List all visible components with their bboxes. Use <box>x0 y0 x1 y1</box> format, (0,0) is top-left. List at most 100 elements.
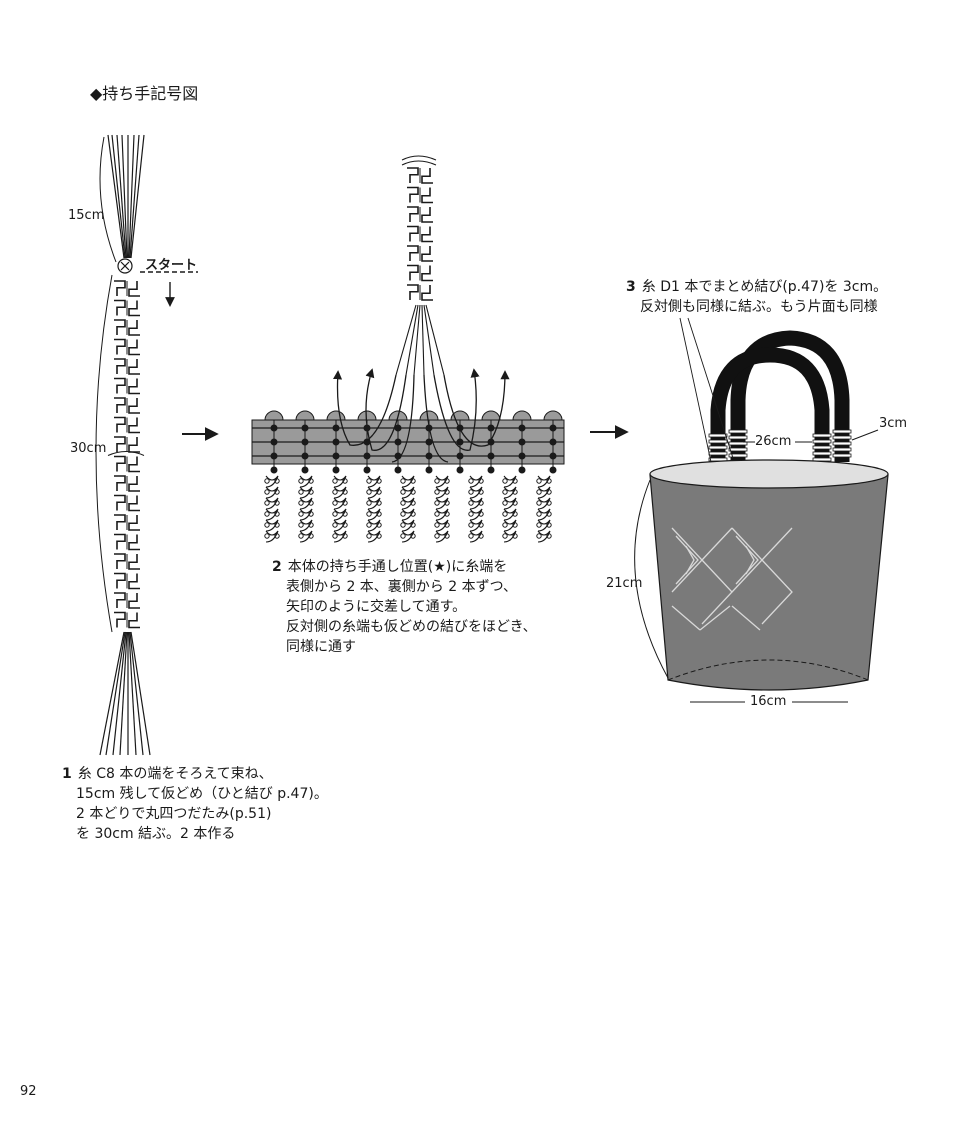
band-dot <box>456 452 464 460</box>
page-title: ◆持ち手記号図 <box>90 84 199 103</box>
step1-line-3: 2 本どりで丸四つだたみ(p.51) <box>76 806 272 822</box>
cord-strands <box>395 304 445 376</box>
band-dot <box>394 466 402 474</box>
hanging-chain <box>502 475 518 543</box>
square-knot <box>407 167 433 184</box>
band-dot <box>518 438 526 446</box>
square-knot <box>114 377 140 395</box>
band-dot <box>301 466 309 474</box>
square-knot <box>114 358 140 375</box>
body-band-grid <box>252 420 564 474</box>
square-knot <box>114 553 140 570</box>
square-knot <box>114 611 140 629</box>
square-knot <box>114 299 140 317</box>
band-dot <box>456 466 464 474</box>
band-dot <box>270 466 278 474</box>
body-bump <box>357 410 377 421</box>
body-bump <box>481 410 501 421</box>
body-bump <box>264 410 284 421</box>
square-knot <box>114 280 140 297</box>
dim-bracket-30cm <box>95 274 113 633</box>
dim-label-15cm: 15cm <box>68 208 105 223</box>
square-knot <box>114 436 140 453</box>
square-knot <box>114 533 140 551</box>
square-knot <box>114 514 140 531</box>
body-bump <box>419 410 439 421</box>
band-dot <box>301 424 309 432</box>
band-dot <box>549 452 557 460</box>
cord-joint <box>107 451 145 456</box>
step3-number: 3 <box>626 279 636 295</box>
step2-line-3: 矢印のように交差して通す。 <box>286 599 467 615</box>
top-strands <box>107 134 145 259</box>
knot-column <box>107 280 145 629</box>
body-bump <box>295 410 315 421</box>
band-dot <box>363 452 371 460</box>
square-knot <box>114 416 140 434</box>
step2-line-1: 本体の持ち手通し位置(★)に糸端を <box>287 559 508 575</box>
body-bump <box>326 410 346 421</box>
handle-wraps <box>708 429 852 462</box>
band-dot <box>270 438 278 446</box>
hanging-chain <box>298 475 314 543</box>
handle-front <box>710 347 830 468</box>
dim-label-30cm: 30cm <box>70 441 107 456</box>
band-dot <box>332 452 340 460</box>
dim-label-26cm: 26cm <box>755 434 792 449</box>
band-dot <box>394 438 402 446</box>
band-dot <box>332 424 340 432</box>
band-dot <box>487 452 495 460</box>
step2-threading-diagram <box>251 155 565 543</box>
step1-line-2: 15cm 残して仮どめ（ひと結び p.47)。 <box>76 786 328 802</box>
square-knot <box>114 572 140 590</box>
square-knot <box>407 186 433 204</box>
band-dot <box>394 424 402 432</box>
band-dot <box>518 466 526 474</box>
step3-bag-diagram <box>634 317 889 703</box>
step1-line-4: を 30cm 結ぶ。2 本作る <box>76 826 236 842</box>
band-dot <box>363 466 371 474</box>
band-dot <box>270 452 278 460</box>
band-dot <box>549 438 557 446</box>
bag-body <box>649 474 889 691</box>
band-dot <box>425 438 433 446</box>
bottom-strands <box>99 631 151 756</box>
step1-cord-diagram <box>95 134 198 756</box>
square-knot <box>407 225 433 243</box>
handle-back <box>730 330 850 462</box>
band-dot <box>487 424 495 432</box>
band-dot <box>301 438 309 446</box>
hanging-chain <box>264 475 280 543</box>
hanging-chain <box>536 475 552 543</box>
band-dot <box>456 438 464 446</box>
step1-line-1: 糸 C8 本の端をそろえて束ね、 <box>77 766 273 782</box>
handle-cord-knots <box>407 167 433 301</box>
square-knot <box>114 494 140 512</box>
dim-label-21cm: 21cm <box>606 576 643 591</box>
square-knot <box>114 592 140 609</box>
hanging-chain <box>366 475 382 543</box>
body-bump <box>512 410 532 421</box>
step2-line-4: 反対側の糸端も仮どめの結びをほどき、 <box>286 619 537 635</box>
hanging-chain <box>434 475 450 543</box>
step3-line-1: 糸 D1 本でまとめ結び(p.47)を 3cm。 <box>641 279 888 295</box>
dim-label-16cm: 16cm <box>750 694 787 709</box>
band-dot <box>549 466 557 474</box>
dim-label-3cm: 3cm <box>879 416 908 431</box>
page-number: 92 <box>20 1084 37 1099</box>
band-dot <box>518 424 526 432</box>
crossing-arrows <box>333 368 510 463</box>
hanging-chain <box>332 475 348 543</box>
step2-number: 2 <box>272 559 282 575</box>
square-knot <box>407 245 433 262</box>
square-knot <box>114 319 140 336</box>
band-dot <box>425 466 433 474</box>
square-knot <box>114 475 140 492</box>
band-dot <box>487 466 495 474</box>
square-knot <box>407 284 433 301</box>
band-dot <box>363 438 371 446</box>
square-knot <box>407 264 433 282</box>
step2-line-2: 表側から 2 本、裏側から 2 本ずつ、 <box>286 579 518 595</box>
